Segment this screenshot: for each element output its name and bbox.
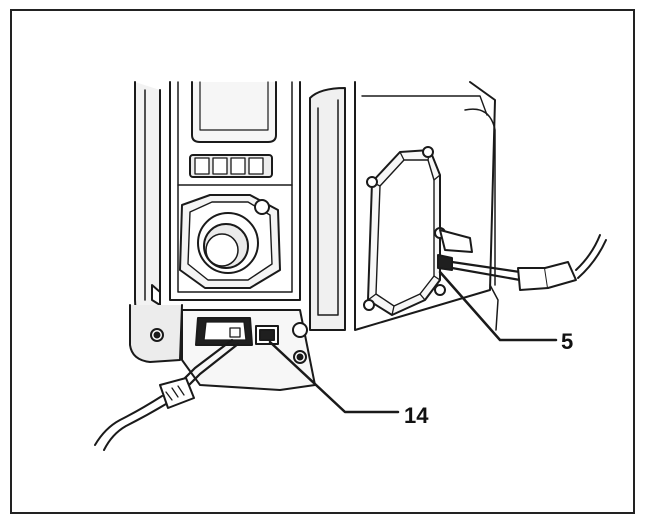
callout-14: 14: [404, 403, 429, 428]
dc-cord: [450, 234, 607, 291]
leader-line-14: [268, 340, 400, 414]
power-cord: [94, 338, 240, 451]
leader-line-5: [438, 270, 558, 342]
radio-front-panel: [129, 81, 301, 363]
radio-left-panel: [134, 81, 161, 323]
radio-right-side: [309, 81, 499, 331]
radio-bottom-panel: [181, 309, 316, 391]
callout-5: 5: [561, 329, 574, 354]
